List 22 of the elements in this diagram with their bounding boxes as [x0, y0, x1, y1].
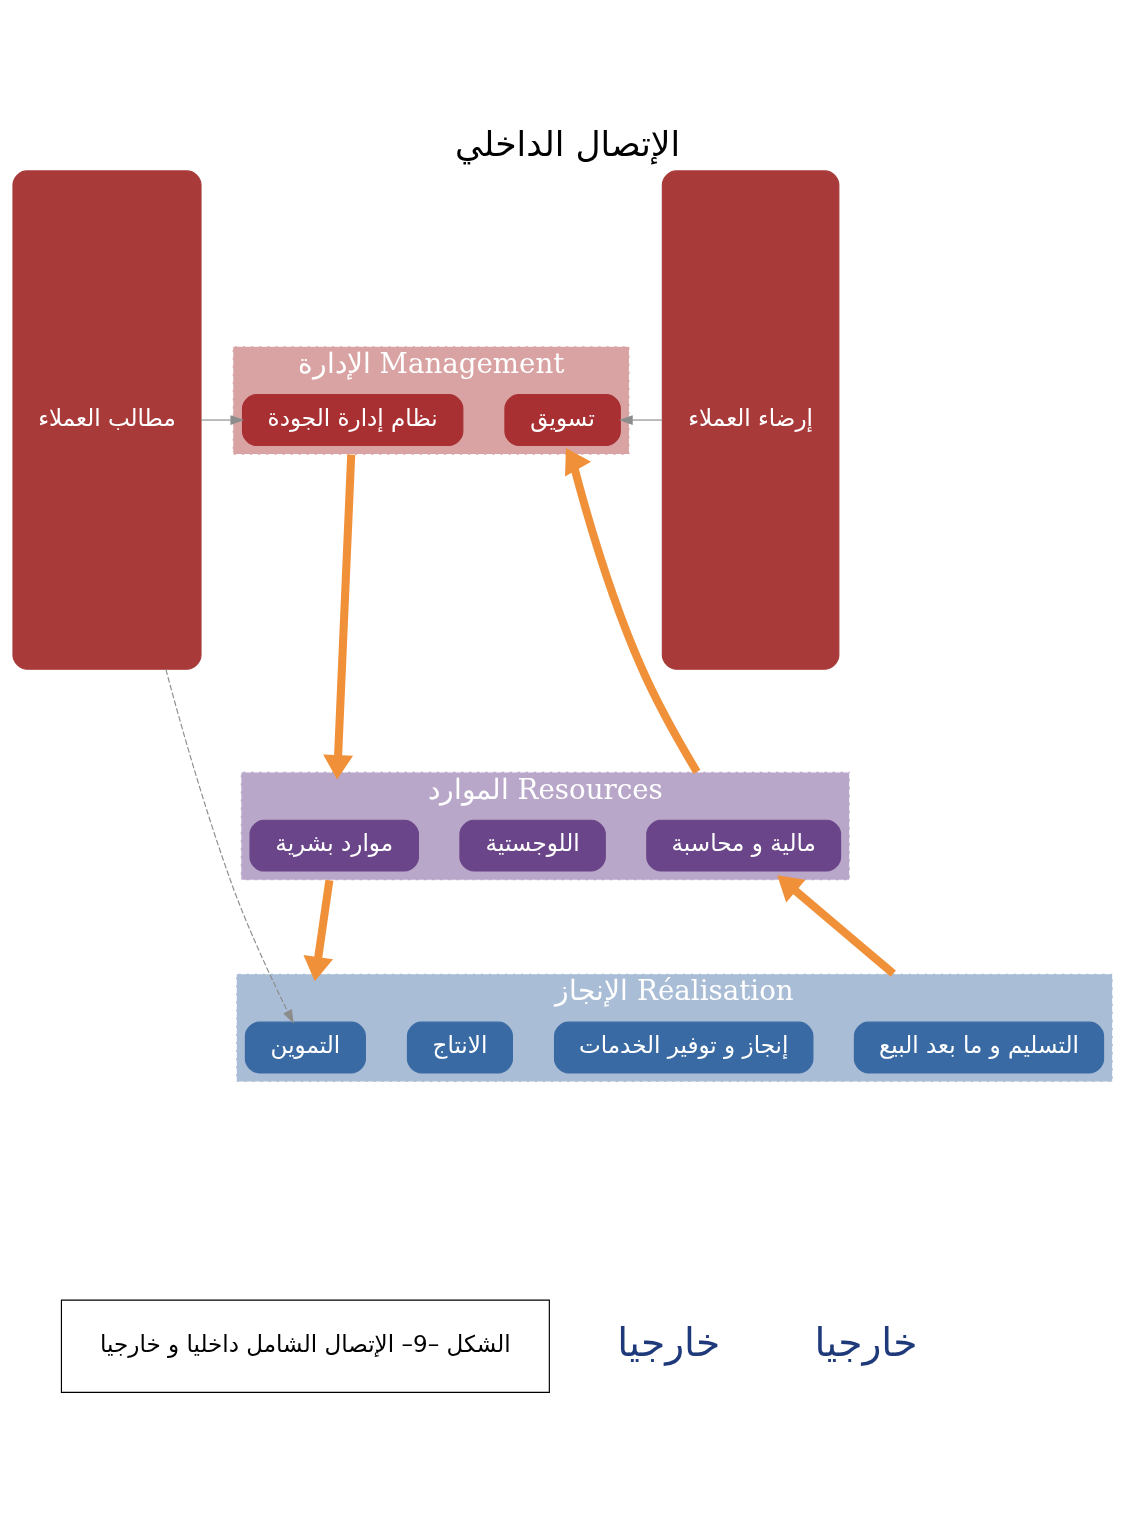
arrow: [565, 447, 701, 774]
node-box: إرضاء العملاء: [661, 169, 840, 670]
node-box: الانتاج: [406, 1021, 513, 1073]
arrow: [323, 453, 356, 780]
node-box: نظام إدارة الجودة: [241, 393, 464, 446]
label: خارجيا: [814, 1319, 918, 1365]
arrow: [165, 668, 294, 1024]
caption: الشكل –9– الإتصال الشامل داخليا و خارجيا: [100, 1330, 511, 1357]
node-box: إنجاز و توفير الخدمات: [553, 1021, 814, 1073]
node-box: التسليم و ما بعد البيع: [853, 1021, 1105, 1073]
node-box: اللوجستية: [459, 819, 606, 872]
label: خارجيا: [617, 1319, 721, 1365]
node-box: تسويق: [504, 393, 621, 446]
arrow: [303, 879, 334, 981]
node-box: مطالب العملاء: [12, 169, 202, 670]
arrow: [200, 414, 245, 425]
arrow: [618, 414, 663, 425]
node-box: مالية و محاسبة: [646, 819, 842, 872]
diagram-title: الإتصال الداخلي: [454, 123, 681, 164]
arrow: [777, 874, 896, 977]
node-box: موارد بشرية: [249, 819, 419, 872]
node-box: التموين: [244, 1021, 366, 1073]
